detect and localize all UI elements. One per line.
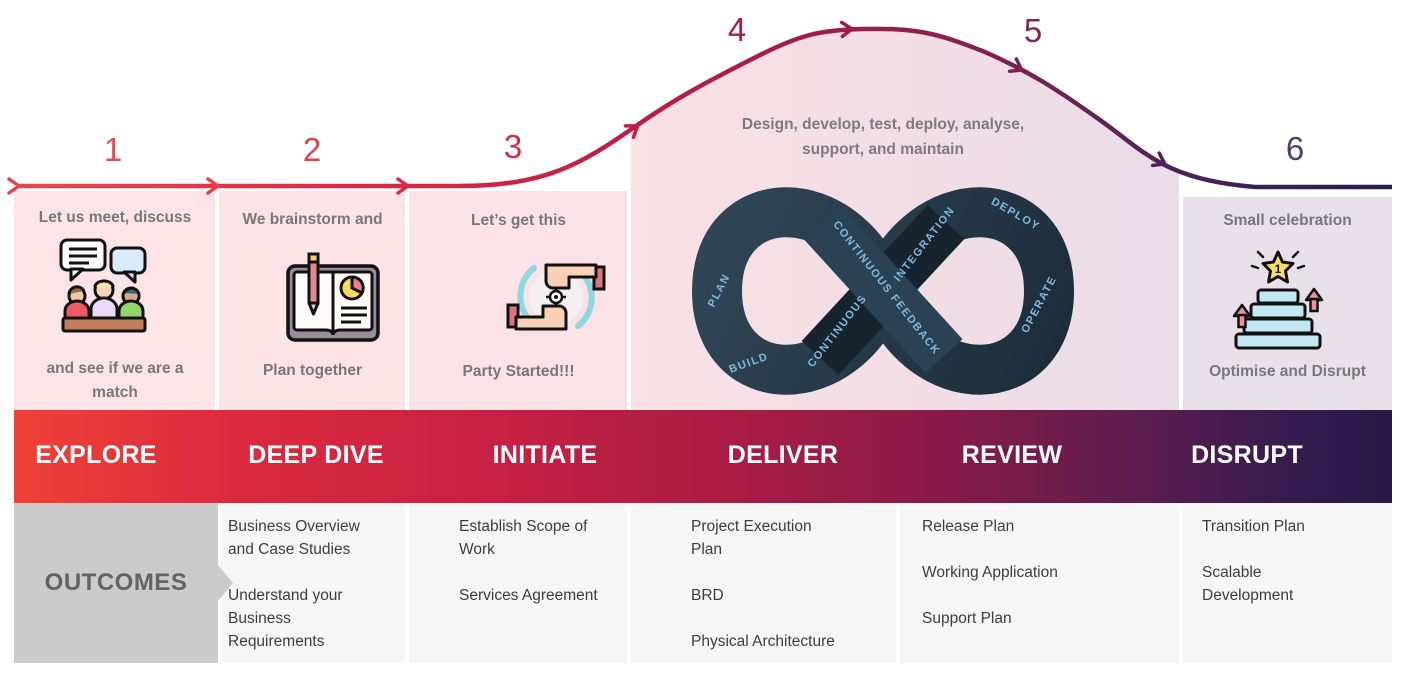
celebration-podium-icon: 1 [1232, 250, 1324, 350]
notebook-pencil-icon [286, 252, 380, 342]
step1-caption-top: Let us meet, discuss [38, 209, 192, 226]
outcome-item: BRD [691, 587, 724, 604]
process-curve [16, 26, 1392, 190]
outcomes-header-box: OUTCOMES [14, 503, 218, 663]
banner-label-explore: EXPLORE [35, 441, 157, 469]
outcomes-list-deep-dive: Business Overview and Case Studies Under… [228, 515, 368, 676]
step3-caption-bottom: Party Started!!! [462, 363, 575, 380]
step6-caption-bottom: Optimise and Disrupt [1209, 363, 1366, 380]
outcome-item: Release Plan [922, 518, 1015, 535]
step6-caption-top: Small celebration [1223, 212, 1352, 229]
outcome-item: Physical Architecture [691, 633, 835, 650]
outcome-item: Transition Plan [1202, 518, 1305, 535]
step1-caption-bottom: and see if we are a match [46, 360, 184, 401]
outcomes-list-disrupt: Transition Plan Scalable Development [1202, 515, 1327, 630]
outcome-item: Support Plan [922, 610, 1012, 627]
step2-caption-bottom: Plan together [262, 362, 363, 379]
step-number-3: 3 [503, 128, 523, 165]
step-number-6: 6 [1285, 130, 1305, 167]
step-number-1: 1 [103, 131, 123, 168]
outcomes-cell-initiate [409, 503, 627, 663]
banner-label-review: REVIEW [961, 441, 1063, 469]
star-rank-label: 1 [1275, 262, 1282, 276]
curve-arrowheads [7, 20, 1167, 195]
devops-infinity-loop: PLAN BUILD CONTINUOUS INTEGRATION CONTIN… [691, 187, 1075, 395]
outcomes-cell-deep-dive [221, 503, 405, 663]
banner-label-deliver: DELIVER [727, 441, 839, 469]
outcomes-arrow [218, 565, 233, 601]
devops-caption-line2: support, and maintain [802, 141, 964, 158]
banner-label-disrupt: DISRUPT [1191, 441, 1303, 469]
outcomes-header: OUTCOMES [44, 569, 188, 596]
outcomes-list-review: Release Plan Working Application Support… [922, 515, 1092, 653]
outcomes-cell-review [900, 503, 1179, 663]
step-number-2: 2 [302, 131, 322, 168]
meeting-people-icon [59, 238, 147, 333]
stage-banner: EXPLORE DEEP DIVE INITIATE DELIVER REVIE… [14, 410, 1392, 503]
outcomes-list-deliver: Project Execution Plan BRD Physical Arch… [691, 515, 863, 676]
framing-hands-icon [506, 263, 606, 331]
outcome-item: Services Agreement [459, 587, 598, 604]
step2-caption-top: We brainstorm and [242, 211, 383, 228]
outcomes-list-initiate: Establish Scope of Work Services Agreeme… [459, 515, 609, 630]
outcome-item: Working Application [922, 564, 1058, 581]
step3-caption-top: Let’s get this [470, 212, 567, 229]
outcomes-cell-deliver [631, 503, 896, 663]
banner-label-deep-dive: DEEP DIVE [248, 441, 384, 469]
outcome-item: Establish Scope of Work [459, 518, 588, 558]
devops-caption-line1: Design, develop, test, deploy, analyse, [741, 116, 1025, 133]
journey-curve-graphic: PLAN BUILD CONTINUOUS INTEGRATION CONTIN… [7, 20, 1392, 411]
devops-caption: Design, develop, test, deploy, analyse, … [683, 112, 1083, 162]
outcome-item: Project Execution Plan [691, 518, 812, 558]
step-number-4: 4 [727, 11, 747, 48]
step-number-5: 5 [1023, 12, 1043, 49]
outcomes-cell-disrupt [1183, 503, 1392, 663]
banner-label-initiate: INITIATE [492, 441, 598, 469]
outcome-item: Business Overview and Case Studies [228, 518, 360, 558]
outcome-item: Scalable Development [1202, 564, 1294, 604]
outcome-item: Understand your Business Requirements [228, 587, 343, 650]
